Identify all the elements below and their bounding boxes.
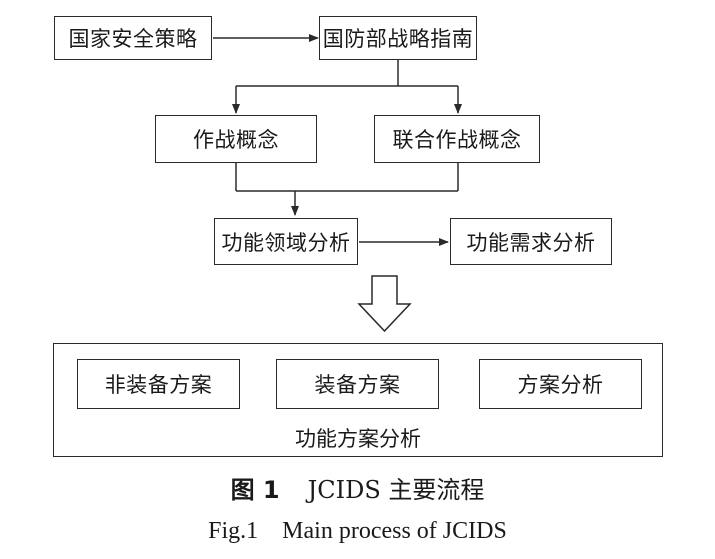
caption-english: Fig.1 Main process of JCIDS	[0, 518, 715, 545]
caption-cn-title: JCIDS 主要流程	[307, 476, 485, 504]
node-functional-area-analysis: 功能领域分析	[214, 218, 358, 265]
hollow-down-arrow-icon	[357, 275, 412, 333]
functional-solution-analysis-group: 非装备方案 装备方案 方案分析 功能方案分析	[53, 343, 663, 457]
node-functional-needs-analysis: 功能需求分析	[450, 218, 612, 265]
caption-en-figure-number: Fig.1	[208, 518, 259, 544]
node-materiel-solution: 装备方案	[276, 359, 439, 409]
node-non-materiel-solution: 非装备方案	[77, 359, 240, 409]
caption-chinese: 图 1 JCIDS 主要流程	[0, 470, 715, 505]
caption-en-title: Main process of JCIDS	[282, 518, 507, 544]
node-solution-analysis: 方案分析	[479, 359, 642, 409]
caption-cn-figure-number: 图 1	[230, 476, 280, 504]
node-national-security-strategy: 国家安全策略	[54, 16, 212, 60]
node-operational-concept: 作战概念	[155, 115, 317, 163]
node-joint-operational-concept: 联合作战概念	[374, 115, 540, 163]
node-defense-strategy-guide: 国防部战略指南	[319, 16, 477, 60]
connectors	[213, 34, 462, 333]
group-label: 功能方案分析	[295, 427, 421, 451]
